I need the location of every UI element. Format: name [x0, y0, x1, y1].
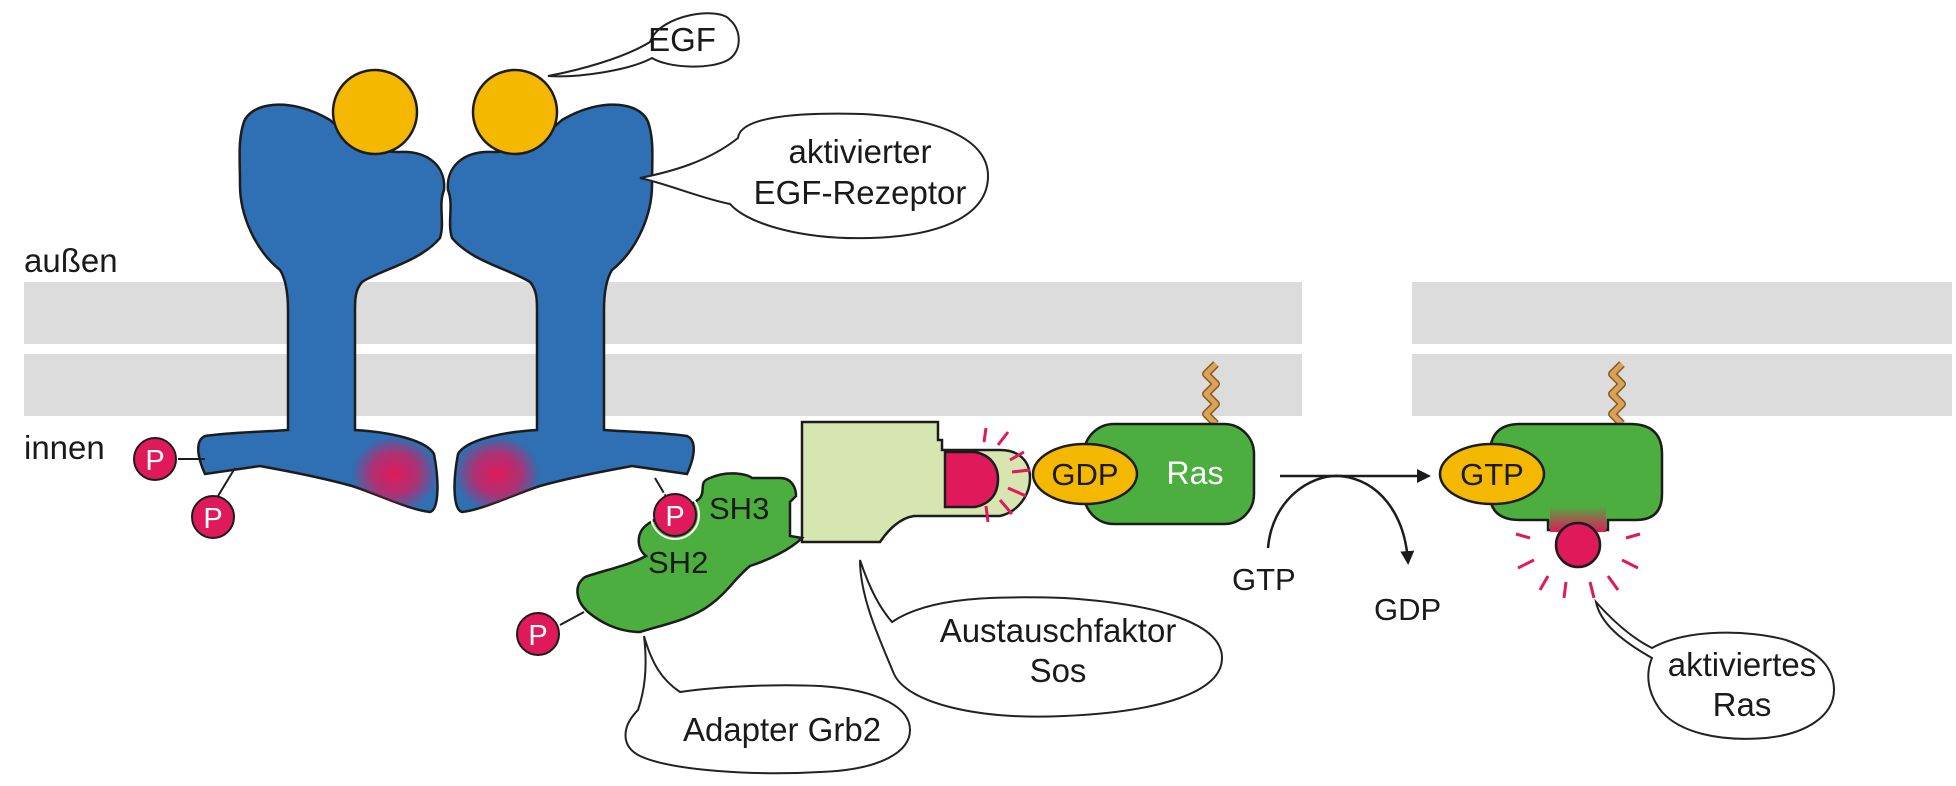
svg-text:aktivierter: aktivierter	[788, 133, 931, 170]
phosphate-left-2: P	[191, 495, 235, 539]
grb2-adapter: SH3 SH2	[559, 472, 805, 634]
egf-callout: EGF	[547, 12, 740, 78]
sh3-domain-label: SH3	[709, 491, 769, 526]
svg-text:P: P	[665, 501, 684, 533]
kinase-active-site-right	[454, 436, 540, 512]
svg-text:Adapter Grb2: Adapter Grb2	[683, 711, 881, 748]
sos-exchange-factor	[800, 420, 1032, 544]
svg-text:GDP: GDP	[1051, 457, 1118, 492]
grb2-callout: Adapter Grb2	[624, 635, 912, 775]
phosphate-grb2: P	[516, 612, 560, 656]
sos-active-site	[943, 450, 1000, 509]
sos-activity-rays	[982, 427, 1031, 523]
ras-label: Ras	[1167, 455, 1224, 491]
cell-membrane	[24, 282, 1952, 416]
kinase-active-site-left	[352, 436, 438, 512]
active-ras-callout: aktiviertes Ras	[1594, 598, 1836, 740]
gdp-bound-nucleotide	[1031, 442, 1139, 506]
ras-inactive: Ras GDP	[1031, 361, 1256, 526]
membrane-inner-leaflet-right	[1412, 354, 1952, 416]
ras-active-site	[1554, 521, 1602, 569]
svg-text:Austauschfaktor: Austauschfaktor	[940, 612, 1177, 649]
svg-text:Sos: Sos	[1030, 652, 1087, 689]
gtp-gdp-exchange-curve	[1266, 474, 1415, 565]
egf-receptor-right	[446, 103, 695, 514]
svg-text:P: P	[145, 445, 164, 477]
svg-text:GTP: GTP	[1460, 457, 1524, 492]
svg-text:P: P	[528, 620, 547, 652]
svg-text:P: P	[203, 503, 222, 535]
svg-text:EGF-Rezeptor: EGF-Rezeptor	[754, 174, 967, 211]
ras-activity-rays	[1515, 532, 1641, 599]
gtp-in-label: GTP	[1232, 562, 1296, 597]
membrane-outer-leaflet-right	[1412, 282, 1952, 344]
gtp-bound-nucleotide	[1438, 442, 1546, 506]
membrane-outer-leaflet-left	[24, 282, 1302, 344]
egf-ligand-right	[471, 68, 559, 156]
phosphate-left-1: P	[133, 437, 177, 481]
ras-active: GTP	[1438, 361, 1664, 599]
gdp-out-label: GDP	[1374, 592, 1441, 627]
sos-callout: Austauschfaktor Sos	[859, 559, 1224, 718]
svg-text:aktiviertes: aktiviertes	[1668, 646, 1817, 683]
nucleotide-exchange-arrows: GTP GDP	[1232, 469, 1441, 627]
inside-label: innen	[24, 429, 105, 466]
egf-ligand-left	[331, 68, 419, 156]
outside-label: außen	[24, 242, 118, 279]
sh2-domain-label: SH2	[648, 545, 708, 580]
svg-text:EGF: EGF	[648, 21, 716, 58]
egf-receptor-left	[178, 103, 446, 514]
membrane-inner-leaflet-left	[24, 354, 1302, 416]
phosphate-receptor-bound: P	[650, 490, 700, 540]
receptor-callout: aktivierter EGF-Rezeptor	[639, 112, 990, 240]
svg-text:Ras: Ras	[1713, 686, 1772, 723]
